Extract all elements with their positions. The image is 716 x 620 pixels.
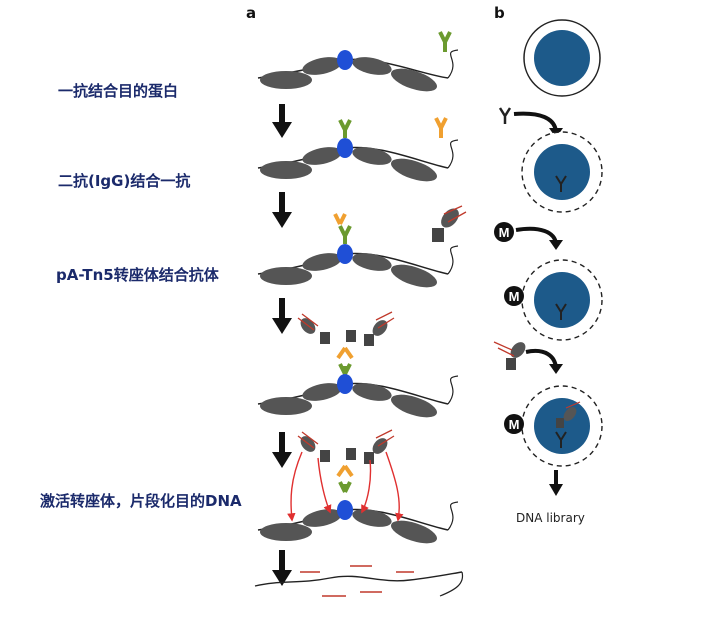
secondary-antibody-free bbox=[434, 117, 448, 138]
cut-arrow bbox=[317, 457, 332, 514]
panel-b-letter: b bbox=[494, 4, 505, 22]
transposome-b bbox=[493, 341, 563, 374]
cut-arrow bbox=[287, 451, 303, 522]
m-marker-label: M bbox=[509, 289, 520, 304]
cut-arrow bbox=[361, 459, 372, 514]
fragmented-dna bbox=[254, 565, 464, 597]
target-protein-1 bbox=[337, 50, 353, 70]
cell-3: M bbox=[504, 259, 603, 341]
cell-4: M bbox=[504, 385, 603, 467]
cut-arrow bbox=[385, 451, 404, 522]
step-2-label: 二抗(IgG)结合一抗 bbox=[58, 172, 191, 190]
chromatin-row-2 bbox=[257, 119, 459, 182]
m-marker-label: M bbox=[509, 417, 520, 432]
chromatin-row-5 bbox=[257, 429, 459, 544]
transposome-free bbox=[432, 205, 467, 242]
m-marker-label: M bbox=[499, 225, 510, 240]
chromatin-row-1 bbox=[257, 49, 459, 92]
panel-a-letter: a bbox=[246, 4, 257, 22]
step-4-label: 激活转座体，片段化目的DNA bbox=[40, 492, 242, 510]
step-3-label: pA-Tn5转座体结合抗体 bbox=[56, 266, 219, 284]
chromatin-row-4 bbox=[257, 311, 459, 418]
dna-library-label: DNA library bbox=[516, 511, 585, 525]
m-marker-1: M bbox=[494, 222, 563, 250]
primary-antibody-free bbox=[438, 31, 452, 52]
cell-2 bbox=[521, 131, 603, 213]
cell-1 bbox=[523, 19, 601, 97]
chromatin-row-3 bbox=[257, 213, 459, 288]
step-1-label: 一抗结合目的蛋白 bbox=[58, 82, 179, 100]
